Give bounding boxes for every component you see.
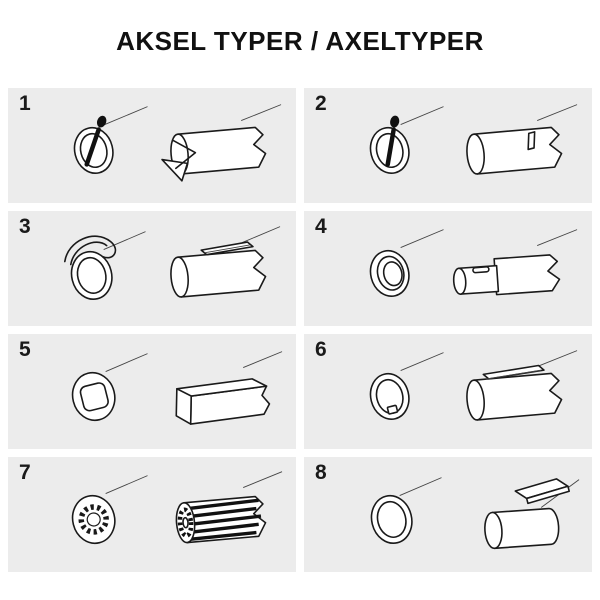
- keyed-shaft-icon: [466, 364, 563, 421]
- plain-shaft-icon: [484, 507, 560, 550]
- axle-type-4-drawing: [369, 229, 578, 297]
- axle-type-6-drawing: [369, 350, 578, 421]
- axle-type-7-drawing: [71, 471, 283, 545]
- keyed-shaft-icon: [170, 241, 267, 298]
- cell-number: 8: [315, 461, 327, 484]
- cell-number: 5: [19, 338, 31, 361]
- axle-type-cell-2: 2: [304, 88, 592, 203]
- axle-type-cell-3: 3: [8, 211, 296, 326]
- axle-type-cell-6: 6: [304, 334, 592, 449]
- axle-type-cell-7: 7: [8, 457, 296, 572]
- wedge-key-icon: [514, 478, 570, 505]
- cell-number: 6: [315, 338, 327, 361]
- axle-type-cell-8: 8: [304, 457, 592, 572]
- cell-number: 1: [19, 92, 31, 115]
- axle-types-grid: 1 2: [8, 88, 592, 572]
- axle-type-cell-5: 5: [8, 334, 296, 449]
- axle-type-5-drawing: [71, 351, 283, 425]
- splined-bore-tube-icon: [71, 494, 116, 545]
- tube-ring-icon: [369, 249, 410, 297]
- axle-type-cell-1: 1: [8, 88, 296, 203]
- splined-shaft-icon: [175, 495, 267, 544]
- keyway-bore-tube-icon: [369, 372, 410, 420]
- axle-type-8-drawing: [370, 477, 580, 550]
- axle-type-cell-4: 4: [304, 211, 592, 326]
- axle-type-3-drawing: [64, 226, 281, 300]
- cell-number: 7: [19, 461, 31, 484]
- slotted-fork-shaft-icon: [161, 126, 267, 182]
- cell-number: 2: [315, 92, 327, 115]
- clip-tube-icon: [70, 250, 113, 300]
- cell-number: 3: [19, 215, 31, 238]
- cell-number: 4: [315, 215, 327, 238]
- plain-tube-icon: [370, 494, 413, 544]
- stepped-slotted-shaft-icon: [452, 254, 561, 296]
- page-title: AKSEL TYPER / AXELTYPER: [116, 26, 484, 56]
- pin-hole-shaft-icon: [466, 126, 563, 175]
- axle-type-2-drawing: [369, 104, 578, 175]
- square-shaft-icon: [175, 378, 271, 425]
- square-bore-tube-icon: [71, 371, 116, 422]
- axle-type-1-drawing: [73, 104, 282, 182]
